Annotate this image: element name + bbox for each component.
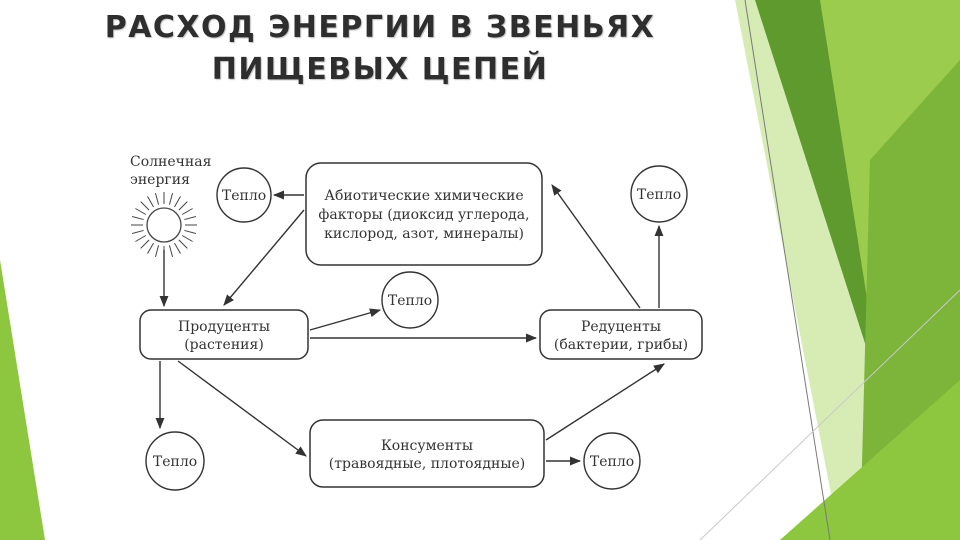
heat-node-middle: Тепло <box>381 271 439 329</box>
consumers-text-line-2: (травоядные, плотоядные) <box>329 456 525 472</box>
abiotic-text-line-1: Абиотические химические <box>324 188 523 204</box>
heat-node-bottom-right: Тепло <box>583 432 641 490</box>
sun-ray <box>174 196 181 208</box>
sun-ray <box>154 192 160 205</box>
abiotic-text-line-3: кислород, азот, минералы) <box>324 226 524 242</box>
sun-ray <box>174 242 181 254</box>
decorative-thin-line <box>744 0 831 540</box>
heat-label: Тепло <box>388 293 432 309</box>
arrow-producers-to-heat <box>309 308 382 331</box>
sun-ray <box>147 242 154 254</box>
decorative-thin-line <box>699 289 960 540</box>
sun-label-line-2: энергия <box>130 172 190 188</box>
reducers-text-line-2: (бактерии, грибы) <box>554 337 688 353</box>
arrow-reducers-to-abiotic <box>551 184 641 309</box>
reducers-box: Редуценты (бактерии, грибы) <box>539 309 703 360</box>
producers-box: Продуценты (растения) <box>139 309 309 360</box>
sun-ray <box>131 215 144 221</box>
sun-ray <box>140 201 150 211</box>
sun-ray <box>140 239 150 249</box>
arrow-abiotic-to-producers <box>223 209 305 306</box>
sun-icon <box>131 192 197 258</box>
heat-node-top-left: Тепло <box>216 167 272 223</box>
arrow-consumers-to-reducers <box>545 363 665 441</box>
producers-text-line-2: (растения) <box>184 337 264 353</box>
consumers-text-line-1: Консументы <box>381 438 473 454</box>
heat-label: Тепло <box>637 187 681 203</box>
left-accent-stripe <box>0 260 45 540</box>
heat-label: Тепло <box>222 188 266 204</box>
sun-ray <box>178 239 188 249</box>
arrow-producers-to-consumers <box>177 360 307 457</box>
sun-ray <box>147 196 154 208</box>
slide-title-line-1: РАСХОД ЭНЕРГИИ В ЗВЕНЬЯХ <box>104 10 656 45</box>
sun-ray <box>184 229 197 235</box>
heat-node-top-right: Тепло <box>630 165 688 223</box>
heat-node-bottom-left: Тепло <box>145 431 205 491</box>
sun-ray <box>131 229 144 235</box>
sun-ray <box>181 235 193 242</box>
consumers-box: Консументы (травоядные, плотоядные) <box>309 419 545 488</box>
sun-ray <box>181 208 193 215</box>
slide-title-line-2: ПИЩЕВЫХ ЦЕПЕЙ <box>211 52 549 87</box>
heat-label: Тепло <box>590 454 634 470</box>
sun-ray <box>178 201 188 211</box>
sun-ray <box>168 192 174 205</box>
sun-ray <box>168 245 174 258</box>
sun-ray <box>154 245 160 258</box>
sun-ray <box>184 215 197 221</box>
producers-text-line-1: Продуценты <box>178 319 270 335</box>
sun-ray <box>135 208 147 215</box>
right-bottom-shape <box>780 380 960 540</box>
sun-ray <box>135 235 147 242</box>
reducers-text-line-1: Редуценты <box>581 319 661 335</box>
sun-label-line-1: Солнечная <box>130 154 212 170</box>
heat-label: Тепло <box>153 454 197 470</box>
abiotic-factors-box: Абиотические химические факторы (диоксид… <box>305 162 543 266</box>
abiotic-text-line-2: факторы (диоксид углерода, <box>318 207 529 223</box>
